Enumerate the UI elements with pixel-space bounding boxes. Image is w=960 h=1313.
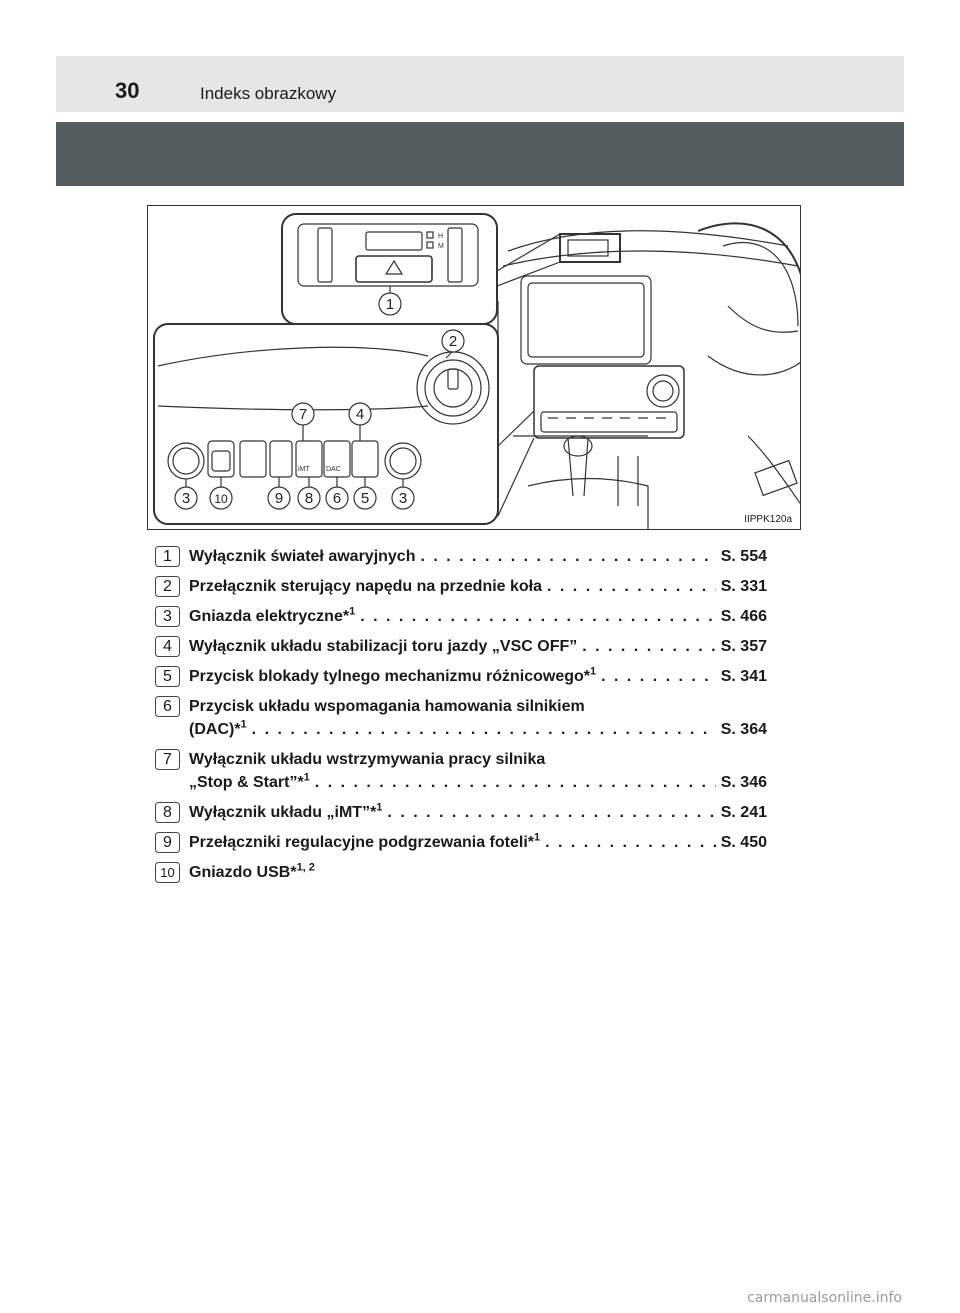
watermark: carmanualsonline.info	[747, 1290, 902, 1306]
callout-1: 1	[386, 296, 394, 313]
item-text-cont: „Stop & Start”*1	[189, 771, 310, 791]
panel-label-imt: iMT	[298, 466, 310, 473]
panel-label-dac: DAC	[326, 466, 341, 473]
item-number-badge: 3	[155, 606, 180, 627]
callout-3b: 3	[399, 490, 407, 507]
callout-circle-4	[348, 402, 372, 426]
item-number-badge: 2	[155, 576, 180, 597]
callout-4: 4	[356, 406, 364, 423]
list-item: 8 Wyłącznik układu „iMT”*1 S. 241	[155, 801, 767, 824]
page-ref: S. 241	[720, 804, 767, 821]
page-ref: S. 554	[720, 548, 767, 565]
page-ref: S. 341	[720, 668, 767, 685]
item-text: Przełącznik sterujący napędu na przednie…	[189, 578, 543, 595]
callout-3a: 3	[182, 490, 190, 507]
item-text: Przycisk układu wspomagania hamowania si…	[189, 698, 585, 715]
item-number-badge: 7	[155, 749, 180, 770]
callout-9: 9	[275, 490, 283, 507]
callout-circle-7	[291, 402, 315, 426]
callout-6: 6	[333, 490, 341, 507]
item-text-cont: (DAC)*1	[189, 718, 247, 738]
item-text: Przycisk blokady tylnego mechanizmu różn…	[189, 665, 597, 685]
list-item: 1 Wyłącznik świateł awaryjnych S. 554	[155, 545, 767, 568]
callout-circle-3a	[174, 486, 198, 510]
component-list: 1 Wyłącznik świateł awaryjnych S. 554 2 P…	[155, 545, 767, 891]
page-ref: S. 450	[720, 834, 767, 851]
item-number-badge: 10	[155, 862, 180, 883]
item-text: Wyłącznik świateł awaryjnych	[189, 548, 416, 565]
list-item: 4 Wyłącznik układu stabilizacji toru jaz…	[155, 635, 767, 658]
item-number-badge: 1	[155, 546, 180, 567]
page-ref: S. 364	[720, 721, 767, 738]
item-number-badge: 5	[155, 666, 180, 687]
section-title: Indeks obrazkowy	[200, 84, 337, 103]
item-number-badge: 9	[155, 832, 180, 853]
item-number-badge: 4	[155, 636, 180, 657]
callout-5: 5	[361, 490, 369, 507]
list-item: 2 Przełącznik sterujący napędu na przedn…	[155, 575, 767, 598]
callout-8: 8	[305, 490, 313, 507]
page-ref: S. 331	[720, 578, 767, 595]
page-number: 30	[115, 78, 140, 103]
callout-circle-10	[209, 486, 233, 510]
list-item: 5 Przycisk blokady tylnego mechanizmu ró…	[155, 665, 767, 688]
item-text: Przełączniki regulacyjne podgrzewania fo…	[189, 831, 541, 851]
panel-label-h: H	[438, 233, 443, 240]
list-item: 10 Gniazdo USB*1, 2	[155, 861, 767, 884]
callout-2: 2	[449, 333, 457, 350]
callout-circle-5	[353, 486, 377, 510]
callout-circle-1	[378, 292, 402, 316]
item-number-badge: 6	[155, 696, 180, 717]
dashboard-illustration: H M DAC iMT	[147, 205, 801, 530]
list-item: 3 Gniazda elektryczne*1 S. 466	[155, 605, 767, 628]
callout-circle-3b	[391, 486, 415, 510]
item-text: Gniazda elektryczne*1	[189, 605, 356, 625]
callout-circle-9	[267, 486, 291, 510]
item-text: Wyłącznik układu „iMT”*1	[189, 801, 383, 821]
callout-circle-6	[325, 486, 349, 510]
item-text: Wyłącznik układu wstrzymywania pracy sil…	[189, 751, 546, 768]
header-band	[56, 56, 904, 112]
figure-code: IIPPK120a	[742, 514, 794, 525]
item-text: Gniazdo USB*1, 2	[189, 861, 315, 881]
callout-circle-8	[297, 486, 321, 510]
callout-circle-2	[441, 329, 465, 353]
item-text: Wyłącznik układu stabilizacji toru jazdy…	[189, 638, 578, 655]
callout-10: 10	[214, 492, 228, 506]
section-banner	[56, 122, 904, 186]
callout-7: 7	[299, 406, 307, 423]
page-ref: S. 357	[720, 638, 767, 655]
page-ref: S. 466	[720, 608, 767, 625]
list-item: 7 Wyłącznik układu wstrzymywania pracy s…	[155, 748, 767, 794]
item-number-badge: 8	[155, 802, 180, 823]
list-item: 9 Przełączniki regulacyjne podgrzewania …	[155, 831, 767, 854]
panel-label-m: M	[438, 243, 444, 250]
list-item: 6 Przycisk układu wspomagania hamowania …	[155, 695, 767, 741]
page-ref: S. 346	[720, 774, 767, 791]
